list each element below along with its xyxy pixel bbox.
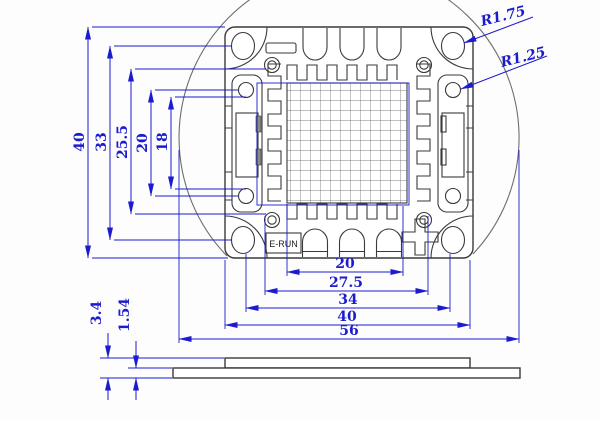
left-electrode-pad	[225, 74, 263, 213]
mount-hole-oval-top-right	[440, 31, 466, 61]
solder-pad-mark	[255, 115, 262, 133]
pcb-body: E-RUN	[224, 26, 474, 259]
horizontal-dimensions: 20 27.5 34 40 56	[178, 256, 520, 342]
emitting-area-marker	[256, 82, 410, 206]
dim-20-vertical: 20	[135, 133, 151, 153]
dim-27-5-horizontal: 27.5	[329, 275, 363, 291]
round-substrate-arc	[178, 0, 520, 257]
dim-1-54-thickness: 1.54	[117, 298, 133, 332]
dim-33-vertical: 33	[94, 132, 110, 151]
dim-3-4-thickness: 3.4	[89, 301, 105, 326]
led-grid	[286, 82, 408, 204]
dim-40-horizontal: 40	[337, 309, 357, 325]
pad-hole-r125-top-right	[444, 81, 462, 99]
radius-callout-r175: R1.75	[478, 3, 527, 30]
pad-hole-r125-bottom-right	[444, 187, 462, 205]
radius-callouts: R1.75 R1.25	[460, 3, 547, 90]
radius-callout-r125: R1.25	[498, 44, 547, 71]
solder-pad-mark	[440, 148, 447, 166]
mount-hole-oval-bottom-right	[440, 225, 466, 255]
dim-56-horizontal: 56	[339, 323, 358, 339]
dim-25-5-vertical: 25.5	[115, 125, 131, 159]
corner-fillet-bottom-right	[430, 215, 474, 259]
meander-traces	[267, 63, 431, 220]
corner-fillet-top-right	[430, 26, 474, 70]
pad-hole-r125-top-left	[237, 81, 255, 99]
side-view-top-plate	[224, 357, 471, 369]
right-electrode-pad	[437, 74, 473, 213]
dim-34-horizontal: 34	[338, 292, 358, 308]
top-u-cutouts	[302, 28, 402, 61]
brand-label: E-RUN	[269, 239, 298, 249]
bottom-dome-cutouts	[301, 228, 403, 257]
pad-hole-r125-bottom-left	[237, 187, 255, 205]
dim-20-horizontal: 20	[335, 256, 355, 272]
solder-pad-mark	[255, 148, 262, 166]
polarity-plus-mark	[401, 218, 439, 256]
vertical-dimensions: 40 33 25.5 20 18	[72, 26, 174, 259]
corner-fillet-top-left	[224, 26, 268, 70]
side-profile-view	[172, 357, 521, 379]
dim-40-vertical: 40	[72, 132, 88, 152]
side-view-bottom-plate	[172, 367, 521, 379]
brand-box: E-RUN	[265, 232, 302, 254]
extension-lines	[92, 26, 520, 379]
dim-18-vertical: 18	[155, 132, 171, 151]
thickness-dimensions: 3.4 1.54	[89, 298, 139, 400]
solder-pad-mark	[440, 115, 447, 133]
slot-top-left	[265, 42, 297, 54]
